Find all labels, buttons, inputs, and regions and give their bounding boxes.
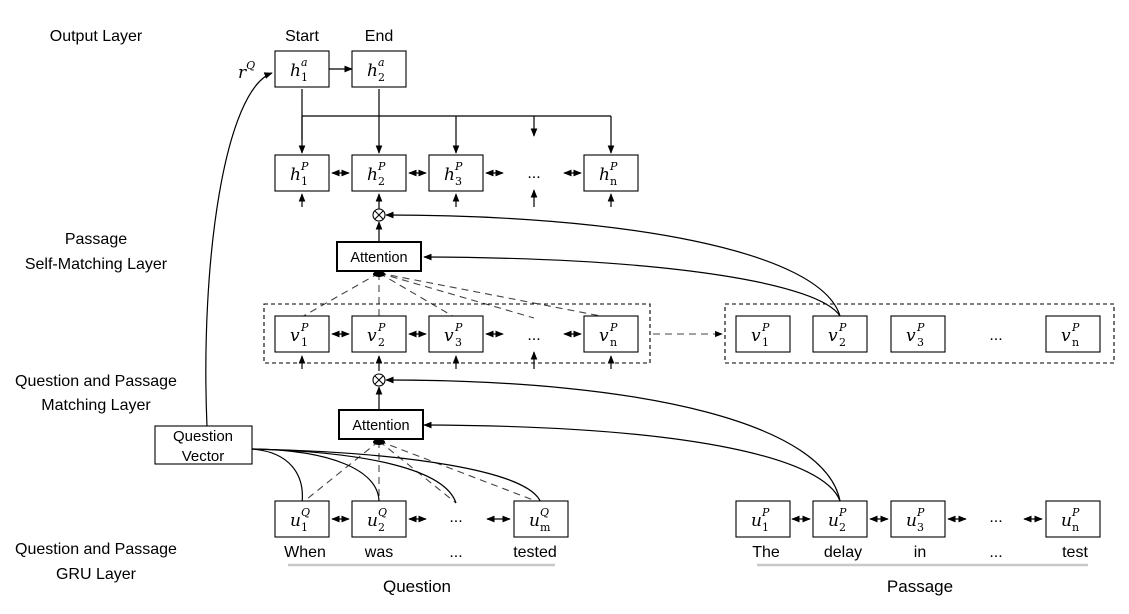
question-word: When [284,544,326,561]
start-label: Start [285,28,319,45]
multiply-top-icon [372,208,386,222]
matching-layer-label-line1: Question and Passage [15,373,177,390]
end-label: End [365,28,393,45]
question-word: ... [449,544,462,561]
rq-label: rQ [238,59,255,83]
connectors [205,65,1043,523]
question-word: tested [513,544,557,561]
passage-word: test [1062,544,1088,561]
attention-bottom-label: Attention [352,418,409,434]
output-layer-label: Output Layer [50,28,143,45]
up-ellipsis: ... [989,509,1002,526]
self-matching-layer-label-line2: Self-Matching Layer [25,256,168,273]
question-vector: Question Vector [154,425,253,465]
question-caption: Question [383,577,451,596]
passage-caption: Passage [887,577,953,596]
attention-top: Attention [336,241,422,277]
passage-word: The [752,544,780,561]
gru-layer-label-line1: Question and Passage [15,541,177,558]
passage-word: delay [824,544,862,561]
vp-left-ellipsis: ... [527,327,540,344]
self-matching-layer-label-line1: Passage [65,231,127,248]
gru-layer-label-line2: GRU Layer [56,566,137,583]
words-layer: When was... tested The delay in... test [284,544,1088,561]
passage-word: ... [989,544,1002,561]
hp-ellipsis: ... [527,165,540,182]
question-vector-line1: Question [173,428,233,445]
vp-right-ellipsis: ... [989,327,1002,344]
uq-ellipsis: ... [449,509,462,526]
passage-word: in [914,544,926,561]
matching-layer-label-line2: Matching Layer [41,397,151,414]
attention-bottom: Attention [338,409,424,445]
passage-representation-group-left [263,303,651,364]
attention-top-label: Attention [350,250,407,266]
question-vector-line2: Vector [182,448,225,465]
question-word: was [364,544,393,561]
multiply-bottom-icon [372,373,386,387]
